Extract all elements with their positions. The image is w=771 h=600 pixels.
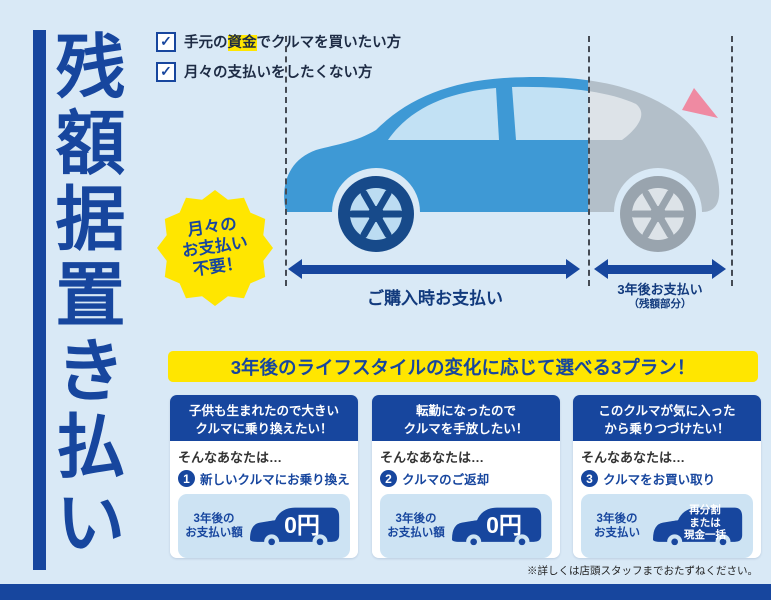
plan-body: そんなあなたは… 2 クルマのご返却 3年後の お支払い額 0円 bbox=[372, 441, 560, 558]
residual-payment-subtitle: （残額部分） bbox=[628, 297, 692, 310]
purchase-period-arrow bbox=[288, 259, 580, 279]
van-icon: 0円 bbox=[447, 498, 547, 554]
plan-header: 転勤になったので クルマを手放したい！ bbox=[372, 395, 560, 441]
plan-header: 子供も生まれたので大きい クルマに乗り換えたい！ bbox=[170, 395, 358, 441]
no-monthly-payment-burst: 月々の お支払い 不要！ bbox=[155, 188, 275, 308]
payment-box: 3年後の お支払い 再分割 または 現金一括 bbox=[581, 494, 753, 558]
starburst-icon bbox=[157, 190, 273, 306]
plan-number-badge: 3 bbox=[581, 470, 598, 487]
plan-intro: そんなあなたは… bbox=[581, 450, 686, 465]
divider-dashed-line bbox=[285, 36, 287, 286]
residual-payment-label: 3年後お支払い （残額部分） bbox=[590, 282, 730, 310]
plan-action-label: クルマをお買い取り bbox=[603, 473, 716, 487]
title-accent-bar bbox=[33, 30, 46, 570]
plan-number-badge: 2 bbox=[380, 470, 397, 487]
checkbox-icon: ✓ bbox=[156, 61, 176, 82]
payment-box: 3年後の お支払い額 0円 bbox=[178, 494, 350, 558]
plan-intro: そんなあなたは… bbox=[178, 450, 283, 465]
van-icon: 再分割 または 現金一括 bbox=[648, 498, 748, 554]
checkbox-icon: ✓ bbox=[156, 31, 176, 52]
payment-label: 3年後の お支払い bbox=[594, 512, 640, 539]
checklist-item-2: ✓ 月々の支払いをしたくない方 bbox=[156, 61, 401, 82]
payment-value: 0円 bbox=[486, 512, 522, 538]
page-title: 残額据置き払い bbox=[46, 30, 124, 562]
plan-number-badge: 1 bbox=[178, 470, 195, 487]
checklist-label-1: 手元の資金でクルマを買いたい方 bbox=[184, 31, 401, 52]
plan-action: 1 新しいクルマにお乗り換え bbox=[178, 469, 350, 488]
plan-card-3: このクルマが気に入った から乗りつづけたい！ そんなあなたは… 3 クルマをお買… bbox=[573, 395, 761, 558]
divider-dashed-line bbox=[588, 36, 590, 286]
car-illustration bbox=[284, 77, 720, 252]
payment-value: 再分割 または 現金一括 bbox=[684, 504, 726, 542]
residual-period-arrow bbox=[594, 259, 726, 279]
label-pre: 手元の bbox=[184, 35, 228, 51]
checklist-item-1: ✓ 手元の資金でクルマを買いたい方 bbox=[156, 31, 401, 52]
plan-card-1: 子供も生まれたので大きい クルマに乗り換えたい！ そんなあなたは… 1 新しいク… bbox=[170, 395, 358, 558]
payment-value: 0円 bbox=[284, 512, 320, 538]
burst-label: 月々の お支払い 不要！ bbox=[180, 215, 249, 280]
payment-box: 3年後の お支払い額 0円 bbox=[380, 494, 552, 558]
plan-header: このクルマが気に入った から乗りつづけたい！ bbox=[573, 395, 761, 441]
plan-action: 2 クルマのご返却 bbox=[380, 469, 552, 488]
purchase-payment-label: ご購入時お支払い bbox=[367, 289, 503, 308]
residual-payment-title: 3年後お支払い bbox=[617, 282, 703, 297]
label-post: でクルマを買いたい方 bbox=[256, 35, 402, 51]
three-plans-banner: 3年後のライフスタイルの変化に応じて選べる3プラン！ bbox=[168, 351, 758, 382]
bottom-accent-bar bbox=[0, 584, 771, 600]
label-highlight: 資金 bbox=[227, 35, 257, 51]
van-icon: 0円 bbox=[245, 498, 345, 554]
plan-card-2: 転勤になったので クルマを手放したい！ そんなあなたは… 2 クルマのご返却 3… bbox=[372, 395, 560, 558]
checklist: ✓ 手元の資金でクルマを買いたい方 ✓ 月々の支払いをしたくない方 bbox=[156, 31, 401, 82]
payment-label: 3年後の お支払い額 bbox=[387, 512, 445, 539]
plan-action-label: クルマのご返却 bbox=[402, 473, 490, 487]
plan-body: そんなあなたは… 1 新しいクルマにお乗り換え 3年後の お支払い額 0円 bbox=[170, 441, 358, 558]
checklist-label-2: 月々の支払いをしたくない方 bbox=[184, 65, 373, 81]
plan-body: そんなあなたは… 3 クルマをお買い取り 3年後の お支払い 再分割 または 現… bbox=[573, 441, 761, 558]
plan-action: 3 クルマをお買い取り bbox=[581, 469, 753, 488]
footnote: ※詳しくは店頭スタッフまでおたずねください。 bbox=[527, 565, 758, 577]
plan-intro: そんなあなたは… bbox=[380, 450, 485, 465]
divider-dashed-line bbox=[731, 36, 733, 286]
plan-action-label: 新しいクルマにお乗り換え bbox=[200, 473, 350, 487]
payment-label: 3年後の お支払い額 bbox=[185, 512, 243, 539]
